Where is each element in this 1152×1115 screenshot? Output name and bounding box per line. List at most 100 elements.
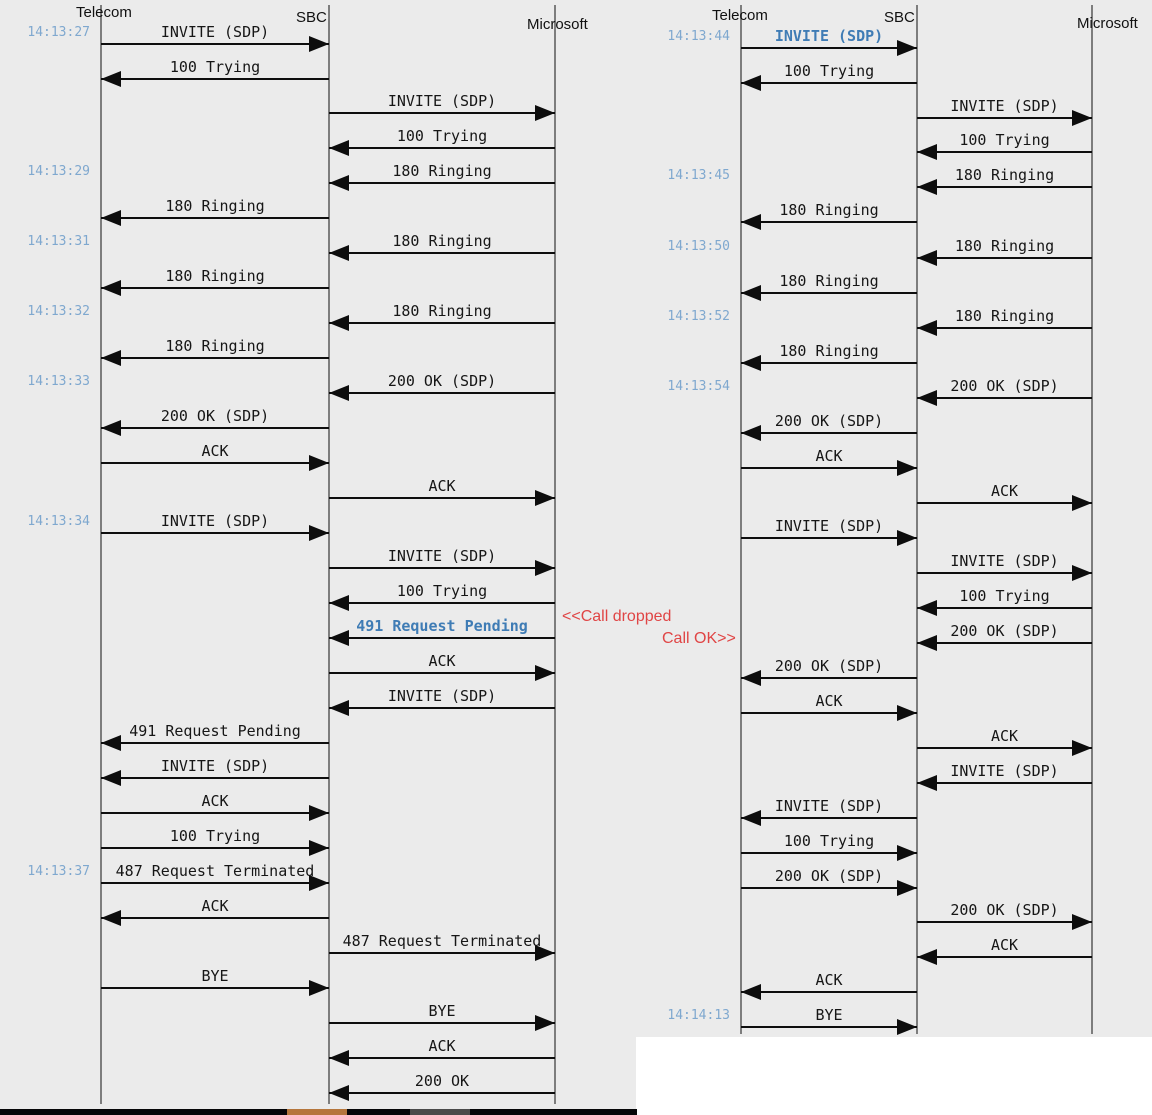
arrowhead-icon [101,420,121,436]
message-label: 100 Trying [783,832,875,850]
arrowhead-icon [329,175,349,191]
arrowhead-icon [897,530,917,546]
message-label: 180 Ringing [779,201,879,219]
arrowhead-icon [535,560,555,576]
timestamp: 14:13:31 [27,234,90,249]
message-label: 180 Ringing [392,302,492,320]
lifeline-telecom [100,5,102,1104]
lifeline-microsoft [1091,5,1093,1034]
message-arrow-line [101,777,329,779]
arrowhead-icon [101,770,121,786]
taskbar-segment-orange[interactable] [287,1109,347,1115]
message-label: BYE [201,967,229,985]
timestamp: 14:13:34 [27,514,90,529]
arrowhead-icon [309,455,329,471]
lifeline-microsoft [554,5,556,1104]
message-label: 487 Request Terminated [115,862,315,880]
message-label: 200 OK (SDP) [774,412,884,430]
message-arrow-line [917,186,1092,188]
message-arrow-line [741,817,917,819]
annotation-call-ok: Call OK>> [662,630,736,647]
message-label: 200 OK [414,1072,470,1090]
arrowhead-icon [897,1019,917,1035]
message-label: BYE [428,1002,456,1020]
message-label: INVITE (SDP) [387,92,497,110]
arrowhead-icon [917,179,937,195]
taskbar-segment-gray[interactable] [410,1109,470,1115]
arrowhead-icon [917,635,937,651]
timestamp: 14:13:29 [27,164,90,179]
message-arrow-line [329,1022,555,1024]
message-label: INVITE (SDP) [160,23,270,41]
message-arrow-line [101,917,329,919]
message-arrow-line [741,221,917,223]
actor-label-sbc: SBC [884,9,915,26]
actor-label-telecom: Telecom [712,7,768,24]
arrowhead-icon [741,810,761,826]
arrowhead-icon [917,390,937,406]
message-arrow-line [917,397,1092,399]
message-label: INVITE (SDP) [774,517,884,535]
arrowhead-icon [897,880,917,896]
arrowhead-icon [1072,565,1092,581]
arrowhead-icon [741,355,761,371]
message-arrow-line [101,532,329,534]
arrowhead-icon [329,315,349,331]
arrowhead-icon [741,670,761,686]
message-arrow-line [917,956,1092,958]
message-arrow-line [329,392,555,394]
message-arrow-line [101,742,329,744]
timestamp: 14:13:32 [27,304,90,319]
message-arrow-line [741,677,917,679]
message-label: 487 Request Terminated [342,932,542,950]
message-label: 200 OK (SDP) [160,407,270,425]
timestamp: 14:13:50 [667,239,730,254]
message-label: 200 OK (SDP) [387,372,497,390]
message-label: ACK [428,1037,456,1055]
message-arrow-line [917,921,1092,923]
arrowhead-icon [101,71,121,87]
timestamp: 14:13:45 [667,168,730,183]
message-label: 180 Ringing [779,272,879,290]
annotation-call-dropped: <<Call dropped [562,608,672,625]
message-label: 180 Ringing [165,337,265,355]
arrowhead-icon [329,1085,349,1101]
message-arrow-line [917,572,1092,574]
message-arrow-line [917,502,1092,504]
timestamp: 14:13:33 [27,374,90,389]
message-label: 180 Ringing [392,162,492,180]
message-arrow-line [329,637,555,639]
arrowhead-icon [309,36,329,52]
arrowhead-icon [101,210,121,226]
message-arrow-line [917,747,1092,749]
message-arrow-line [329,322,555,324]
message-arrow-line [741,82,917,84]
arrowhead-icon [329,140,349,156]
message-arrow-line [741,432,917,434]
arrowhead-icon [1072,914,1092,930]
message-label: ACK [990,936,1019,954]
message-arrow-line [917,782,1092,784]
actor-label-telecom: Telecom [76,4,132,21]
message-label: INVITE (SDP) [387,687,497,705]
message-arrow-line [741,887,917,889]
message-label: INVITE (SDP) [950,762,1059,780]
message-label: INVITE (SDP) [950,552,1059,570]
message-label: ACK [815,971,843,989]
message-arrow-line [329,1057,555,1059]
arrowhead-icon [741,285,761,301]
message-label: INVITE (SDP) [774,797,884,815]
message-arrow-line [741,292,917,294]
arrowhead-icon [917,320,937,336]
lifeline-sbc [916,5,918,1034]
arrowhead-icon [101,910,121,926]
arrowhead-icon [329,1050,349,1066]
taskbar[interactable] [0,1109,637,1115]
message-arrow-line [917,327,1092,329]
arrowhead-icon [1072,740,1092,756]
message-label: 100 Trying [169,827,261,845]
message-label: ACK [201,792,229,810]
timestamp: 14:14:13 [667,1008,730,1023]
timestamp: 14:13:54 [667,379,730,394]
message-label: 100 Trying [783,62,875,80]
